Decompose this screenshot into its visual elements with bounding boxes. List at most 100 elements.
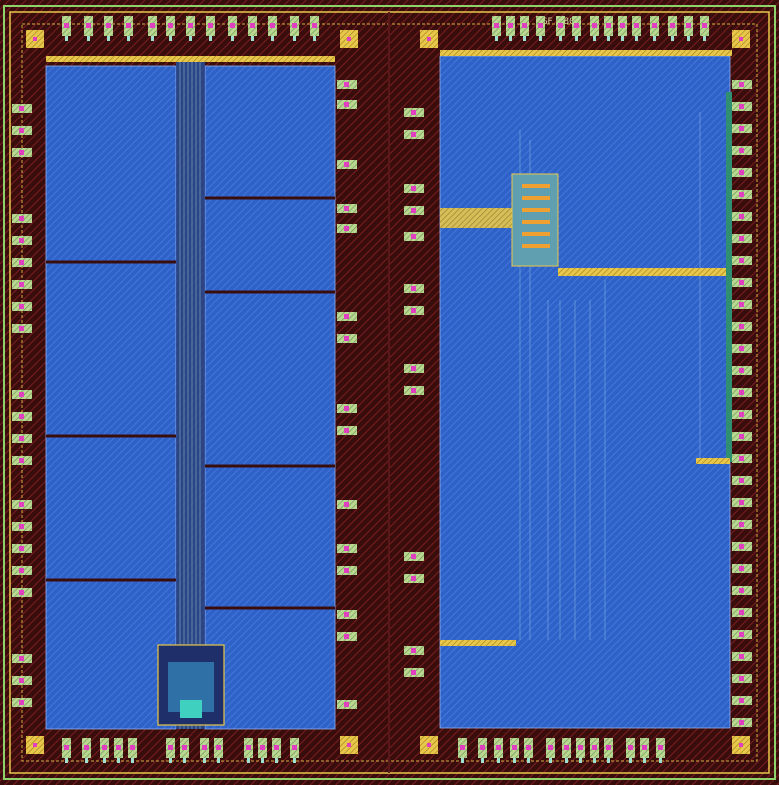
io-pad-icon[interactable] [166, 16, 175, 41]
io-pad-icon[interactable] [148, 16, 157, 41]
io-pad-icon[interactable] [640, 738, 649, 763]
macro-right[interactable] [439, 55, 731, 729]
io-pad-icon[interactable] [732, 520, 752, 529]
io-pad-icon[interactable] [12, 214, 32, 223]
io-pad-icon[interactable] [12, 456, 32, 465]
io-pad-icon[interactable] [404, 306, 424, 315]
io-pad-icon[interactable] [732, 146, 752, 155]
io-pad-icon[interactable] [62, 738, 71, 763]
io-pad-icon[interactable] [12, 566, 32, 575]
io-pad-icon[interactable] [337, 426, 357, 435]
io-pad-icon[interactable] [12, 544, 32, 553]
io-pad-icon[interactable] [12, 236, 32, 245]
io-pad-icon[interactable] [590, 738, 599, 763]
io-pad-icon[interactable] [732, 256, 752, 265]
io-pad-icon[interactable] [732, 432, 752, 441]
io-pad-icon[interactable] [62, 16, 71, 41]
io-pad-icon[interactable] [124, 16, 133, 41]
io-pad-icon[interactable] [272, 738, 281, 763]
io-pad-icon[interactable] [732, 212, 752, 221]
io-pad-icon[interactable] [337, 312, 357, 321]
io-pad-icon[interactable] [206, 16, 215, 41]
io-pad-icon[interactable] [732, 476, 752, 485]
io-pad-icon[interactable] [656, 738, 665, 763]
io-pad-icon[interactable] [590, 16, 599, 41]
io-pad-icon[interactable] [732, 190, 752, 199]
io-pad-icon[interactable] [626, 738, 635, 763]
io-pad-icon[interactable] [100, 738, 109, 763]
io-pad-icon[interactable] [604, 738, 613, 763]
io-pad-icon[interactable] [404, 552, 424, 561]
io-pad-icon[interactable] [12, 148, 32, 157]
io-pad-icon[interactable] [404, 574, 424, 583]
io-pad-icon[interactable] [732, 652, 752, 661]
corner-pad-icon[interactable] [340, 736, 358, 754]
io-pad-icon[interactable] [290, 738, 299, 763]
io-pad-icon[interactable] [337, 500, 357, 509]
macro-left-b[interactable] [204, 65, 336, 730]
corner-pad-icon[interactable] [26, 736, 44, 754]
io-pad-icon[interactable] [337, 204, 357, 213]
io-pad-icon[interactable] [200, 738, 209, 763]
io-pad-icon[interactable] [12, 676, 32, 685]
io-pad-icon[interactable] [576, 738, 585, 763]
io-pad-icon[interactable] [732, 344, 752, 353]
io-pad-icon[interactable] [186, 16, 195, 41]
io-pad-icon[interactable] [12, 104, 32, 113]
io-pad-icon[interactable] [732, 80, 752, 89]
io-pad-icon[interactable] [337, 566, 357, 575]
io-pad-icon[interactable] [12, 324, 32, 333]
io-pad-icon[interactable] [668, 16, 677, 41]
io-pad-icon[interactable] [732, 388, 752, 397]
io-pad-icon[interactable] [404, 284, 424, 293]
io-pad-icon[interactable] [82, 738, 91, 763]
io-pad-icon[interactable] [84, 16, 93, 41]
io-pad-icon[interactable] [732, 278, 752, 287]
io-pad-icon[interactable] [404, 364, 424, 373]
io-pad-icon[interactable] [337, 700, 357, 709]
io-pad-icon[interactable] [404, 206, 424, 215]
io-pad-icon[interactable] [650, 16, 659, 41]
io-pad-icon[interactable] [12, 302, 32, 311]
io-pad-icon[interactable] [732, 454, 752, 463]
io-pad-icon[interactable] [12, 390, 32, 399]
io-pad-icon[interactable] [228, 16, 237, 41]
io-pad-icon[interactable] [310, 16, 319, 41]
io-pad-icon[interactable] [732, 410, 752, 419]
io-pad-icon[interactable] [732, 124, 752, 133]
io-pad-icon[interactable] [337, 160, 357, 169]
io-pad-icon[interactable] [732, 542, 752, 551]
io-pad-icon[interactable] [404, 184, 424, 193]
io-pad-icon[interactable] [546, 738, 555, 763]
io-pad-icon[interactable] [404, 108, 424, 117]
io-pad-icon[interactable] [12, 654, 32, 663]
io-pad-icon[interactable] [632, 16, 641, 41]
io-pad-icon[interactable] [684, 16, 693, 41]
io-pad-icon[interactable] [556, 16, 565, 41]
io-pad-icon[interactable] [492, 16, 501, 41]
io-pad-icon[interactable] [404, 386, 424, 395]
io-pad-icon[interactable] [12, 434, 32, 443]
io-pad-icon[interactable] [732, 498, 752, 507]
io-pad-icon[interactable] [572, 16, 581, 41]
io-pad-icon[interactable] [337, 610, 357, 619]
corner-pad-icon[interactable] [732, 736, 750, 754]
io-pad-icon[interactable] [248, 16, 257, 41]
io-pad-icon[interactable] [337, 224, 357, 233]
io-pad-icon[interactable] [244, 738, 253, 763]
io-pad-icon[interactable] [337, 632, 357, 641]
io-pad-icon[interactable] [562, 738, 571, 763]
corner-pad-icon[interactable] [26, 30, 44, 48]
io-pad-icon[interactable] [166, 738, 175, 763]
io-pad-icon[interactable] [337, 544, 357, 553]
io-pad-icon[interactable] [732, 366, 752, 375]
io-pad-icon[interactable] [536, 16, 545, 41]
io-pad-icon[interactable] [290, 16, 299, 41]
io-pad-icon[interactable] [732, 608, 752, 617]
io-pad-icon[interactable] [506, 16, 515, 41]
io-pad-icon[interactable] [732, 586, 752, 595]
corner-pad-icon[interactable] [732, 30, 750, 48]
io-pad-icon[interactable] [732, 300, 752, 309]
io-pad-icon[interactable] [494, 738, 503, 763]
